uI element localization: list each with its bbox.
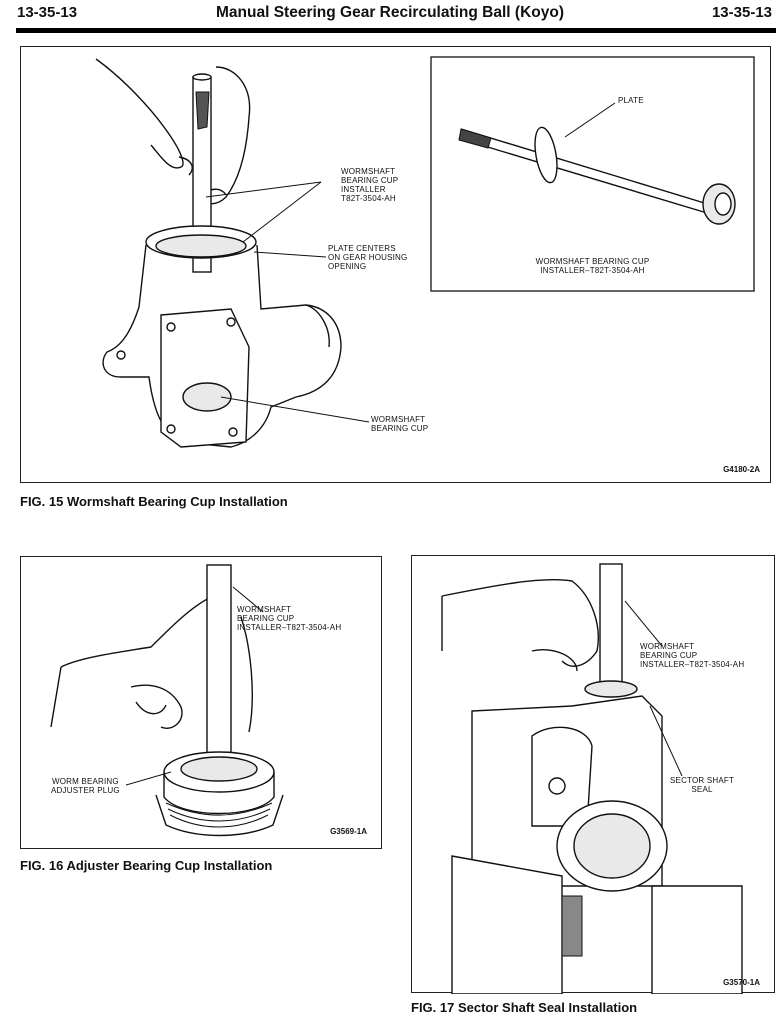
figure-16-caption: FIG. 16 Adjuster Bearing Cup Installatio… <box>20 858 273 873</box>
label-inset-tool: WORMSHAFT BEARING CUP INSTALLER–T82T-350… <box>535 257 650 275</box>
figure-16: WORMSHAFT BEARING CUP INSTALLER–T82T-350… <box>20 556 382 849</box>
figure-17: WORMSHAFT BEARING CUP INSTALLER–T82T-350… <box>411 555 775 994</box>
label-installer: WORMSHAFT BEARING CUP INSTALLER–T82T-350… <box>237 605 342 632</box>
label-installer: WORMSHAFT BEARING CUP INSTALLER T82T-350… <box>341 167 399 203</box>
label-seal: SECTOR SHAFT SEAL <box>670 776 735 794</box>
page-number-right: 13-35-13 <box>711 4 772 21</box>
figure-code: G4180-2A <box>723 465 760 474</box>
figure-16-illustration <box>50 564 284 837</box>
label-adjuster-plug: WORM BEARING ADJUSTER PLUG <box>51 777 120 795</box>
page-title: Manual Steering Gear Recirculating Ball … <box>216 4 564 21</box>
figure-15-caption: FIG. 15 Wormshaft Bearing Cup Installati… <box>20 494 288 509</box>
label-plate-centers: PLATE CENTERS ON GEAR HOUSING OPENING <box>328 244 408 271</box>
label-plate: PLATE <box>618 96 644 105</box>
label-installer: WORMSHAFT BEARING CUP INSTALLER–T82T-350… <box>640 642 745 669</box>
header-rule <box>16 28 776 33</box>
figure-code: G3570-1A <box>723 978 760 987</box>
figure-code: G3569-1A <box>330 827 367 836</box>
figure-17-caption: FIG. 17 Sector Shaft Seal Installation <box>411 1000 638 1015</box>
label-bearing-cup: WORMSHAFT BEARING CUP <box>371 415 429 433</box>
figure-15: WORMSHAFT BEARING CUP INSTALLER T82T-350… <box>20 46 771 483</box>
figure-15-illustration <box>95 56 755 448</box>
page-number-left: 13-35-13 <box>17 4 78 21</box>
figure-17-illustration <box>441 563 743 994</box>
